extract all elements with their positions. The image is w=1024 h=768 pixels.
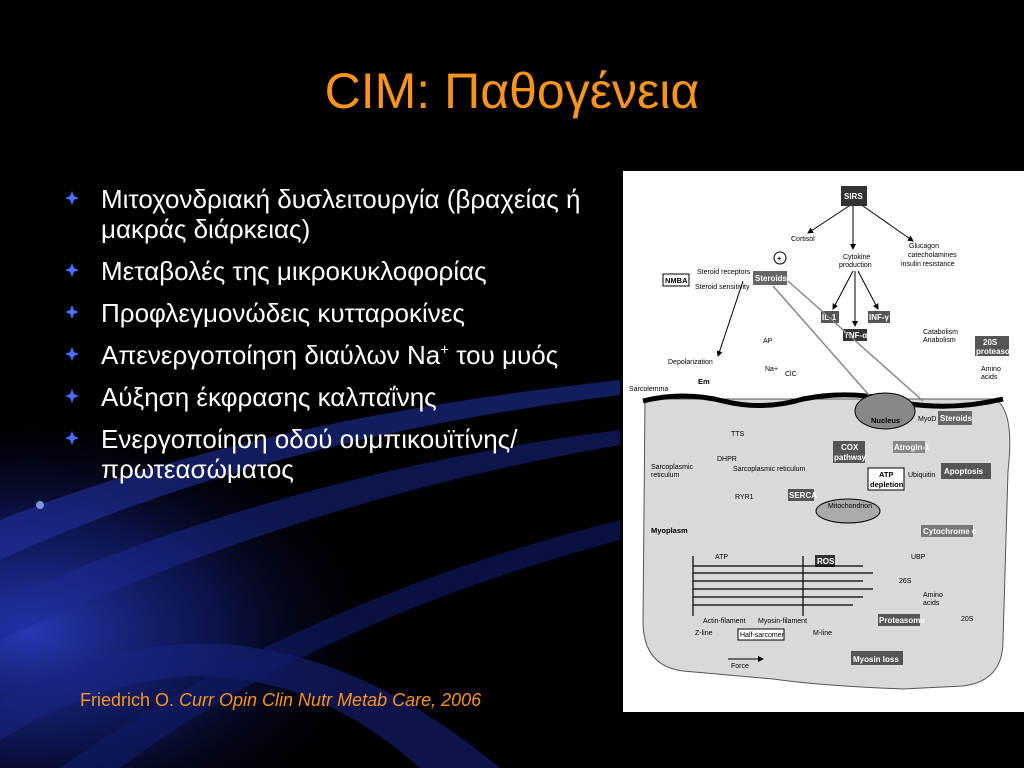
svg-text:+: +: [777, 254, 782, 263]
svg-text:reticulum: reticulum: [651, 472, 680, 479]
svg-text:TTS: TTS: [731, 431, 745, 438]
svg-text:pathway: pathway: [834, 453, 867, 462]
citation-author: Friedrich O.: [80, 690, 180, 710]
svg-text:Proteasome: Proteasome: [879, 616, 925, 625]
steroids-box: [753, 271, 787, 285]
svg-text:DHPR: DHPR: [717, 456, 737, 463]
svg-text:acids: acids: [923, 600, 940, 607]
bullet-text: Αύξηση έκφρασης καλπαΐνης: [101, 382, 437, 412]
bullet-item: Μιτοχονδριακή δυσλειτουργία (βραχείας ή …: [64, 184, 624, 244]
svg-text:Em: Em: [698, 377, 710, 386]
svg-text:Sarcoplasmic: Sarcoplasmic: [651, 464, 694, 471]
svg-text:Cortisol: Cortisol: [791, 236, 815, 243]
svg-text:ATP: ATP: [879, 470, 893, 479]
svg-text:Glucagon: Glucagon: [909, 243, 939, 250]
svg-text:Na+: Na+: [765, 366, 778, 373]
svg-text:Steroids: Steroids: [755, 274, 788, 283]
svg-text:Cytokine: Cytokine: [843, 254, 870, 261]
bullet-item: Ενεργοποίηση οδού ουμπικουϊτίνης/πρωτεασ…: [64, 424, 624, 484]
svg-text:AP: AP: [763, 338, 773, 345]
svg-text:Depolarization: Depolarization: [668, 359, 713, 366]
svg-text:SERCA: SERCA: [789, 491, 817, 500]
svg-text:proteasome: proteasome: [976, 347, 1022, 356]
svg-text:Steroids: Steroids: [940, 414, 973, 423]
mitochondrion: [815, 498, 881, 524]
svg-text:Cytochrome c: Cytochrome c: [923, 527, 977, 536]
svg-text:26S: 26S: [899, 578, 912, 585]
sirs-box: [841, 186, 867, 206]
svg-text:Anabolism: Anabolism: [923, 337, 956, 344]
svg-text:M-line: M-line: [813, 630, 832, 637]
svg-text:Atrogin-1: Atrogin-1: [894, 443, 930, 452]
svg-text:Amino: Amino: [923, 592, 943, 599]
svg-text:Actin-filament: Actin-filament: [703, 618, 745, 625]
svg-text:UBP: UBP: [911, 554, 926, 561]
slide-title: CIM: Παθογένεια: [324, 63, 700, 119]
diamond-bullet-icon: [65, 305, 79, 319]
cell-body: [642, 398, 1011, 690]
bullet-item: Προφλεγμονώδεις κυτταροκίνες: [64, 298, 624, 328]
svg-text:Myosin-filament: Myosin-filament: [758, 618, 807, 625]
svg-text:ClC: ClC: [785, 371, 797, 378]
svg-text:Sarcolemma: Sarcolemma: [629, 386, 668, 393]
diagram-svg: SIRS Cortisol Cytokine production Glucag…: [623, 171, 1024, 712]
svg-text:ROS: ROS: [817, 557, 835, 566]
svg-text:insulin resistance: insulin resistance: [901, 261, 955, 268]
svg-text:Apoptosis: Apoptosis: [944, 467, 984, 476]
svg-text:Steroid receptors: Steroid receptors: [697, 269, 751, 276]
diamond-bullet-icon: [65, 389, 79, 403]
bullet-item: Απενεργοποίηση διαύλων Na+ του μυός: [64, 340, 624, 370]
bullet-text: Μιτοχονδριακή δυσλειτουργία (βραχείας ή …: [101, 184, 581, 244]
sarcomere-filaments: [692, 556, 873, 616]
citation-journal: Curr Opin Clin Nutr Metab Care, 2006: [179, 690, 482, 710]
svg-text:Catabolism: Catabolism: [923, 329, 958, 336]
diamond-bullet-icon: [65, 191, 79, 205]
svg-text:TNF-α: TNF-α: [844, 331, 867, 340]
svg-text:MyoD: MyoD: [918, 416, 936, 423]
bullet-text: Προφλεγμονώδεις κυτταροκίνες: [101, 298, 465, 328]
diamond-bullet-icon: [65, 347, 79, 361]
nucleus: [854, 392, 916, 430]
svg-text:Myoplasm: Myoplasm: [651, 526, 688, 535]
bullet-item: Αύξηση έκφρασης καλπαΐνης: [64, 382, 624, 412]
svg-text:catecholamines: catecholamines: [908, 252, 957, 259]
svg-text:INF-γ: INF-γ: [869, 313, 890, 322]
diamond-bullet-icon: [65, 431, 79, 445]
pathogenesis-diagram: SIRS Cortisol Cytokine production Glucag…: [623, 171, 1024, 712]
apoptosis-box: [941, 463, 991, 479]
bullet-text: Απενεργοποίηση διαύλων Na+ του μυός: [101, 340, 559, 370]
svg-text:Mitochondrion: Mitochondrion: [828, 503, 872, 510]
svg-text:Amino: Amino: [981, 366, 1001, 373]
svg-text:Force: Force: [731, 663, 749, 670]
bullet-text: Ενεργοποίηση οδού ουμπικουϊτίνης/πρωτεασ…: [101, 424, 518, 484]
svg-text:20S: 20S: [961, 616, 974, 623]
svg-text:Z-line: Z-line: [695, 630, 713, 637]
svg-text:acids: acids: [981, 374, 998, 381]
svg-text:Ubiquitin: Ubiquitin: [908, 472, 935, 479]
svg-text:depletion: depletion: [870, 480, 904, 489]
svg-text:Sarcoplasmic reticulum: Sarcoplasmic reticulum: [733, 466, 806, 473]
svg-text:NMBA: NMBA: [665, 276, 688, 285]
svg-text:RYR1: RYR1: [735, 494, 754, 501]
sarcolemma-membrane: [642, 392, 1004, 409]
svg-text:Steroid sensitivity: Steroid sensitivity: [695, 284, 750, 291]
svg-text:production: production: [839, 262, 872, 269]
svg-text:Nucleus: Nucleus: [871, 416, 900, 425]
svg-text:SIRS: SIRS: [844, 192, 863, 201]
bullet-item: Μεταβολές της μικροκυκλοφορίας: [64, 256, 624, 286]
bullet-list: Μιτοχονδριακή δυσλειτουργία (βραχείας ή …: [64, 184, 624, 496]
myosin-loss-box: [851, 651, 903, 665]
bullet-text: Μεταβολές της μικροκυκλοφορίας: [101, 256, 487, 286]
diamond-bullet-icon: [65, 263, 79, 277]
svg-text:20S: 20S: [983, 338, 998, 347]
svg-text:COX: COX: [841, 443, 859, 452]
svg-text:ATP: ATP: [715, 554, 728, 561]
svg-text:Myosin loss: Myosin loss: [853, 655, 899, 664]
svg-text:Half-sarcomer: Half-sarcomer: [740, 632, 785, 639]
citation: Friedrich O. Curr Opin Clin Nutr Metab C…: [80, 690, 481, 711]
